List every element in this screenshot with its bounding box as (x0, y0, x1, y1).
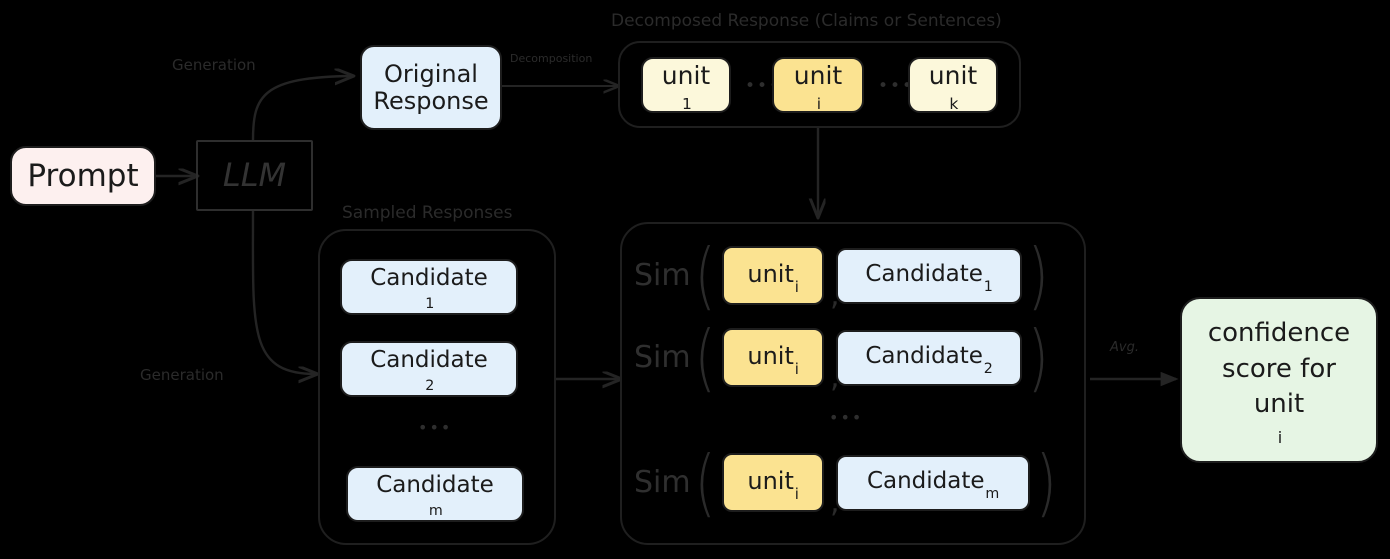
unit-1-base: unit (661, 61, 711, 91)
candidate-chip-2[interactable]: Candidate 2 (340, 341, 518, 397)
unit-ellipsis-left: ••• (745, 76, 782, 96)
sim-unit-chip-3[interactable]: uniti (721, 453, 824, 512)
sim-unit-1-sub: i (794, 278, 799, 297)
candidate-1-base: Candidate (370, 265, 488, 292)
sim-candidate-2-base: Candidate (865, 342, 983, 369)
edge-label-decomposition: Decomposition (510, 52, 593, 65)
sim-candidate-chip-2[interactable]: Candidate2 (835, 329, 1022, 386)
unit-i-sub: i (816, 94, 822, 113)
original-response-line2: Response (373, 86, 489, 115)
sim-candidate-1-sub: 1 (983, 279, 993, 296)
confidence-sub: i (1277, 428, 1283, 448)
decomposed-group-title: Decomposed Response (Claims or Sentences… (611, 11, 1002, 31)
unit-chip-i[interactable]: unit i (772, 57, 864, 113)
unit-k-sub: k (949, 94, 959, 113)
edge-label-average: Avg. (1110, 340, 1139, 355)
original-response-line1: Original (384, 59, 478, 88)
llm-node[interactable]: LLM (196, 140, 313, 211)
sim-function-label-1: Sim (634, 258, 691, 293)
llm-label: LLM (222, 155, 287, 194)
sim-separator-2: , (830, 360, 840, 395)
sim-candidate-chip-1[interactable]: Candidate1 (835, 247, 1022, 304)
candidate-chip-m[interactable]: Candidate m (346, 466, 524, 522)
sim-row-2: Sim ( uniti , Candidate2 ) (634, 314, 1049, 400)
candidate-chip-1[interactable]: Candidate 1 (340, 259, 518, 315)
unit-ellipsis-right: ••• (878, 76, 915, 96)
sim-separator-3: , (830, 485, 840, 520)
confidence-score-node[interactable]: confidence score for unit i (1180, 297, 1378, 463)
sim-row-3: Sim ( uniti , Candidatem ) (634, 439, 1057, 525)
prompt-node[interactable]: Prompt (10, 146, 156, 206)
sim-candidate-chip-3[interactable]: Candidatem (835, 454, 1030, 511)
candidate-ellipsis: ••• (418, 418, 453, 437)
sampled-group-title: Sampled Responses (342, 203, 513, 223)
candidate-2-sub: 2 (425, 377, 435, 394)
sim-function-label-3: Sim (634, 465, 691, 500)
sim-candidate-2-sub: 2 (983, 361, 993, 378)
prompt-label: Prompt (27, 157, 139, 194)
confidence-line2: score for (1222, 353, 1336, 384)
sim-unit-3-sub: i (794, 485, 799, 504)
candidate-2-base: Candidate (370, 347, 488, 374)
confidence-line1: confidence (1207, 318, 1351, 349)
unit-chip-1[interactable]: unit 1 (641, 57, 731, 113)
candidate-m-base: Candidate (376, 472, 494, 499)
sim-candidate-3-sub: m (985, 486, 1000, 503)
sim-unit-2-sub: i (794, 360, 799, 379)
candidate-1-sub: 1 (425, 295, 435, 312)
sim-unit-1-base: unit (747, 259, 794, 288)
sim-row-1: Sim ( uniti , Candidate1 ) (634, 232, 1049, 318)
sim-unit-2-base: unit (747, 341, 794, 370)
sim-ellipsis: ••• (829, 408, 864, 427)
sim-candidate-3-base: Candidate (866, 467, 985, 494)
edge-label-generation-top: Generation (172, 56, 256, 74)
sim-unit-chip-1[interactable]: uniti (721, 246, 824, 305)
sim-unit-chip-2[interactable]: uniti (721, 328, 824, 387)
sim-candidate-1-base: Candidate (865, 260, 983, 287)
sim-unit-3-base: unit (747, 466, 794, 495)
unit-i-base: unit (793, 61, 843, 91)
unit-chip-k[interactable]: unit k (908, 57, 998, 113)
unit-k-base: unit (928, 61, 978, 91)
unit-1-sub: 1 (681, 94, 692, 113)
original-response-node[interactable]: Original Response (360, 45, 502, 130)
candidate-m-sub: m (428, 502, 443, 519)
edge-label-generation-bottom: Generation (140, 366, 224, 384)
sim-function-label-2: Sim (634, 340, 691, 375)
confidence-line3: unit (1253, 388, 1305, 419)
sim-separator-1: , (830, 278, 840, 313)
